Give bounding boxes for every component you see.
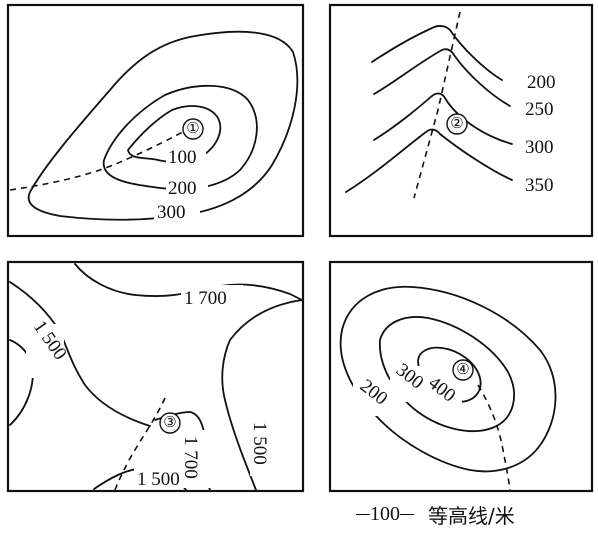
valley-line-4 [477,384,511,491]
marker-number: ② [450,116,463,132]
contour-label: 1 500 [137,469,180,490]
contour-label: 300 [157,202,186,223]
valley-line-1 [9,127,191,191]
contour-label: 250 [525,99,554,120]
contour-350 [345,128,513,193]
contour-100 [127,105,222,163]
panel-2: 200 250 300 350 ② [328,3,594,238]
contour-200 [371,25,503,81]
contour-300 [27,30,299,221]
contour-label: 100 [168,147,197,168]
contour-label: 1 700 [180,436,201,479]
legend-line-right [400,513,414,515]
legend-text: 等高线/米 [428,503,515,528]
contour-label: 1 500 [249,422,270,465]
contour-1500-right [221,299,303,491]
contour-250 [373,48,511,107]
marker-circle [452,359,474,381]
contour-200 [339,285,557,473]
panel-4-frame [328,260,594,493]
marker-circle [182,118,204,140]
contour-label: 300 [525,137,554,158]
contour-label: 350 [525,175,554,196]
marker-circle [446,113,468,135]
panel-2-frame [328,3,594,238]
legend: 100 等高线/米 [356,500,515,528]
contour-label: 1 700 [184,288,227,309]
legend-line-left [356,513,370,515]
panel-3: 1 700 1 500 1 500 1 700 1 500 ③ [6,260,305,493]
contour-1500-left [9,281,151,427]
marker-number: ③ [163,415,176,431]
legend-sample-value: 100 [370,502,400,525]
panel-1: 100 200 300 ① [6,3,305,238]
contour-label: 200 [168,178,197,199]
marker-number: ④ [456,362,469,378]
contour-300 [373,92,513,145]
panel-1-frame [6,3,305,238]
legend-contour-sample: 100 [356,503,414,526]
panel-4: 400 300 200 ④ [328,260,594,493]
marker-number: ① [186,121,199,137]
ridge-line-2 [413,11,461,199]
contour-label: 200 [527,72,556,93]
contour-200 [102,84,258,191]
contour-300 [379,316,515,432]
contour-1700-top [74,263,191,297]
panel-3-frame [6,260,305,493]
marker-circle [159,412,181,434]
